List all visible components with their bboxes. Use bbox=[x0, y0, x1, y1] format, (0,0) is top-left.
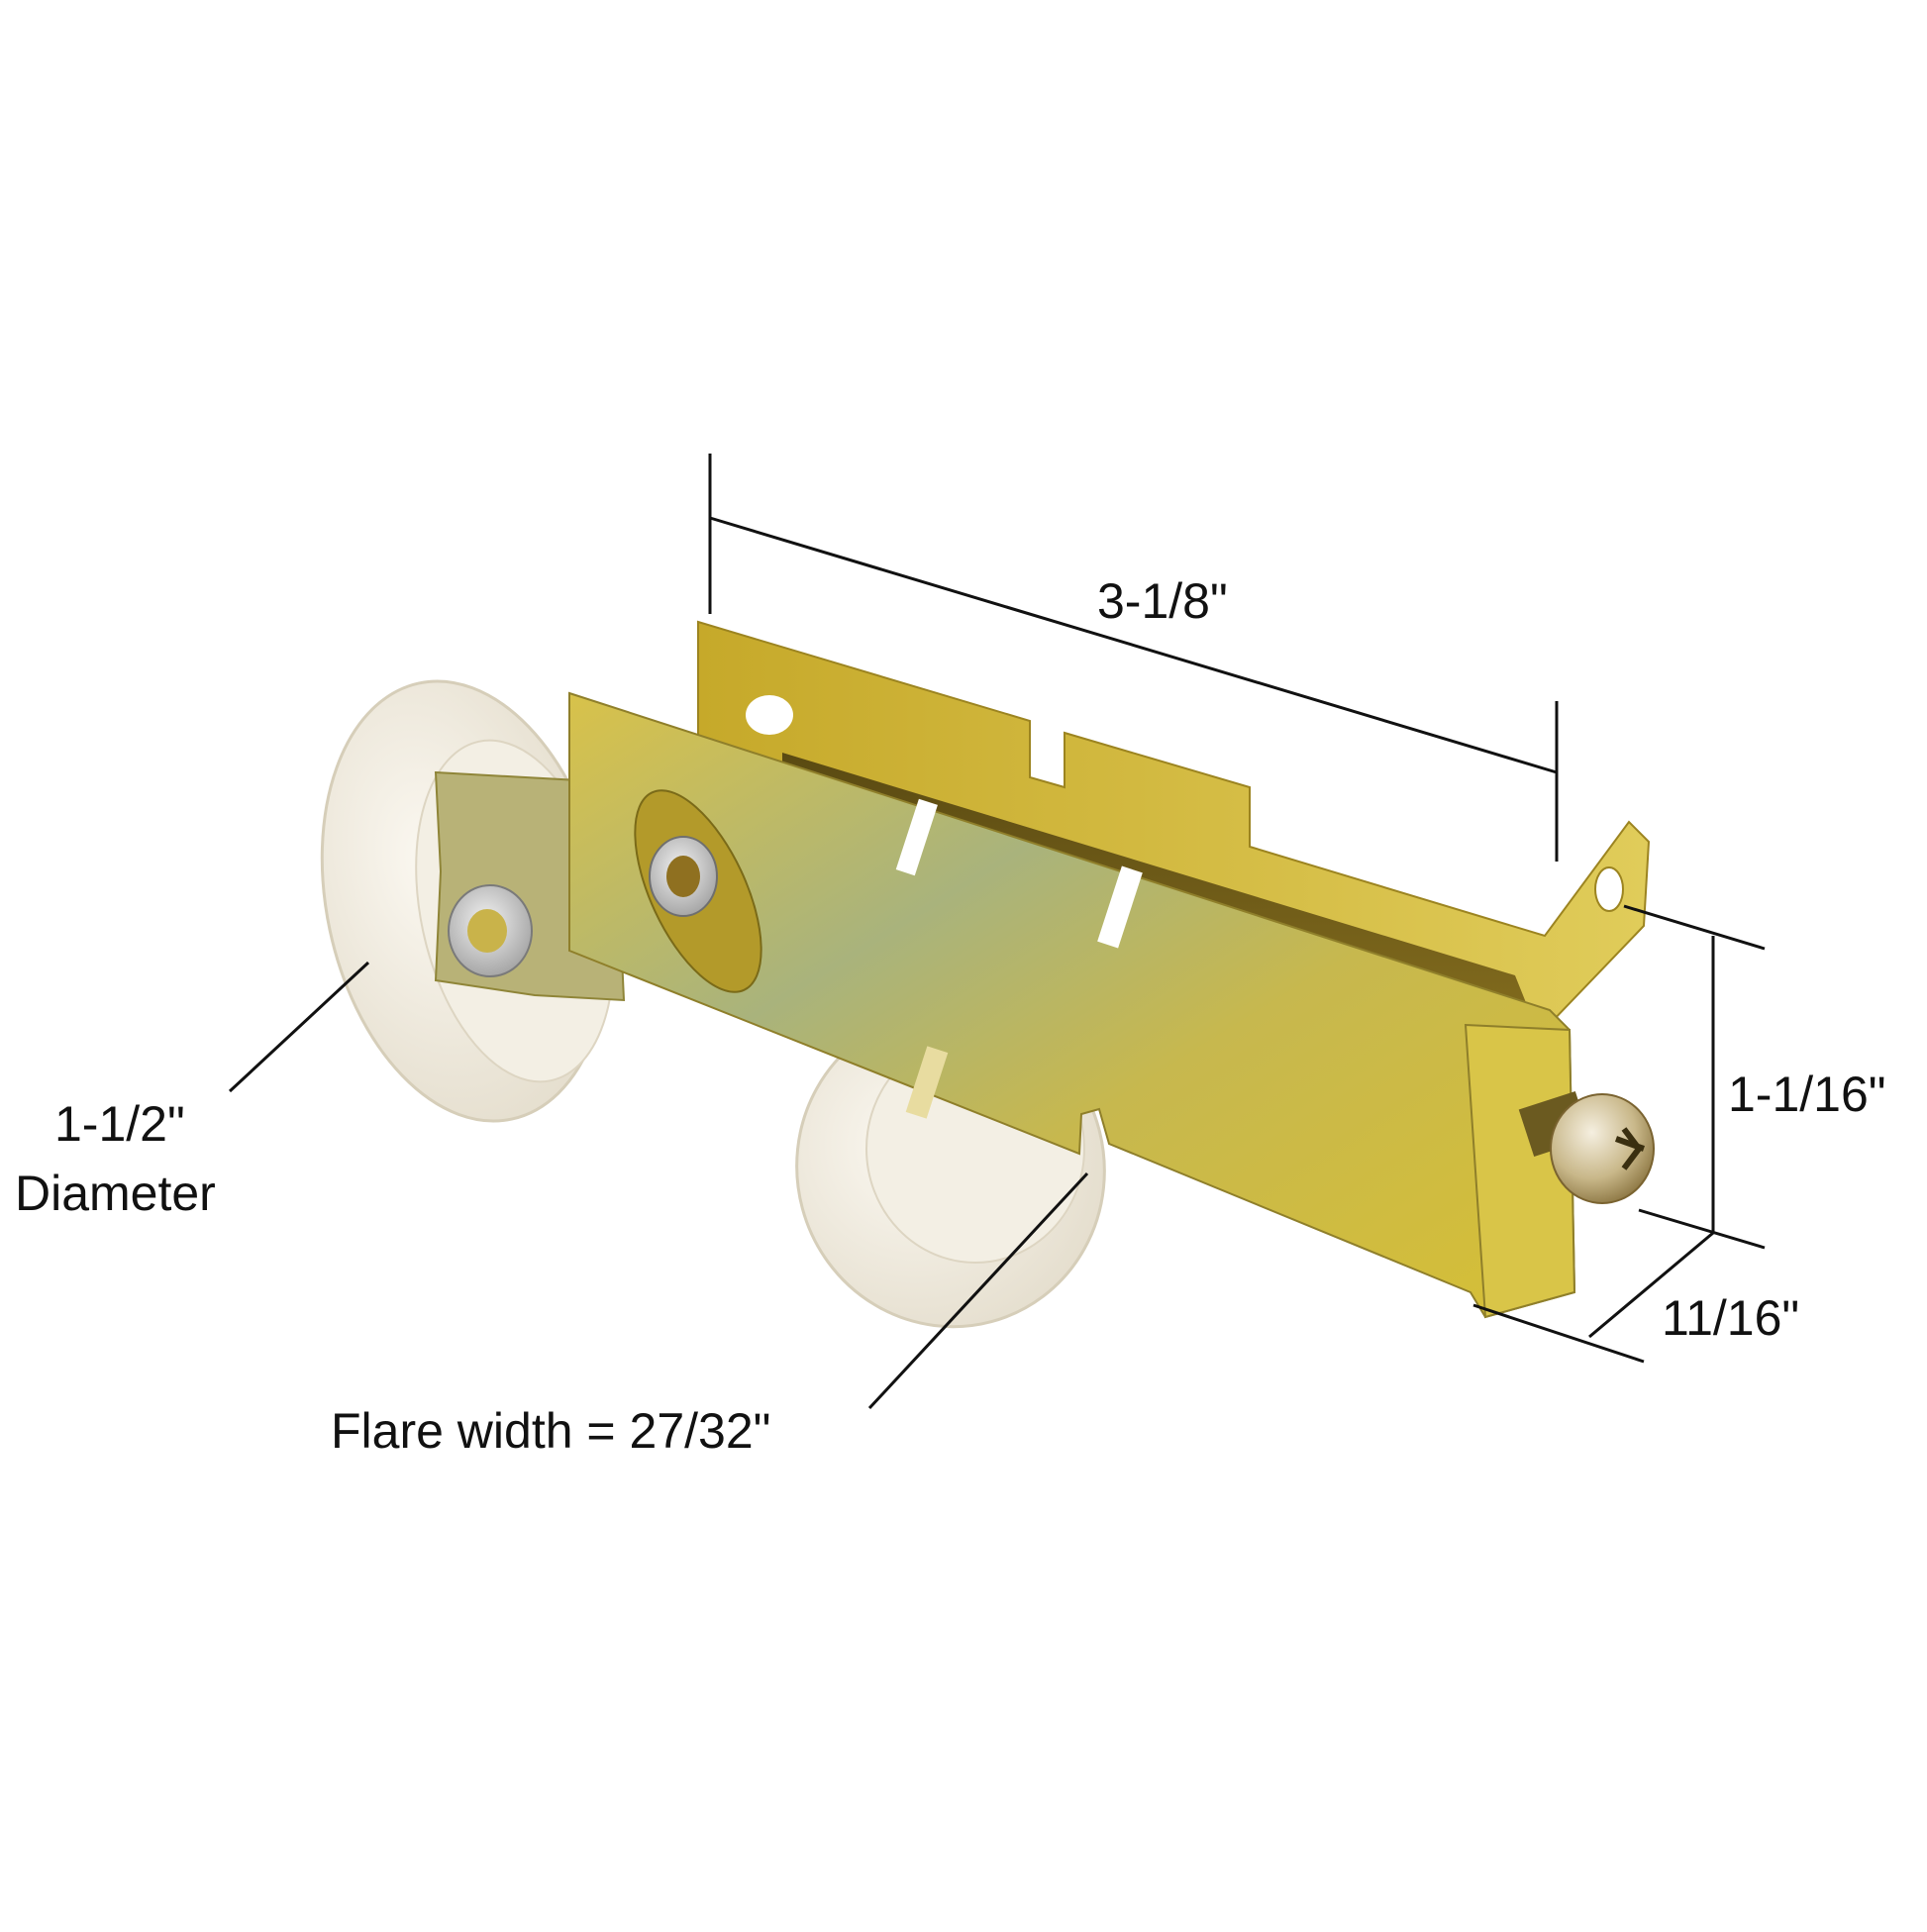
flare-leader-line bbox=[867, 1171, 1089, 1410]
adjustment-screw bbox=[1518, 1090, 1655, 1204]
dimension-lines bbox=[228, 454, 1766, 1410]
flare-width-label: Flare width = 27/32" bbox=[331, 1403, 771, 1459]
depth-dimension-line bbox=[1588, 1231, 1714, 1339]
depth-extension-bottom bbox=[1472, 1303, 1645, 1364]
wheel-diameter-value: 1-1/2" bbox=[54, 1096, 185, 1152]
front-bracket-plate bbox=[568, 691, 1576, 1319]
wheel-diameter-caption: Diameter bbox=[15, 1166, 216, 1221]
length-dimension-label: 3-1/8" bbox=[1097, 573, 1228, 629]
depth-dimension-label: 11/16" bbox=[1662, 1290, 1800, 1346]
height-dimension-label: 1-1/16" bbox=[1728, 1067, 1886, 1122]
height-extension-bottom bbox=[1638, 1208, 1766, 1250]
diameter-leader-line bbox=[228, 961, 370, 1093]
height-extension-top bbox=[1623, 904, 1766, 951]
length-dimension-line bbox=[709, 516, 1558, 774]
